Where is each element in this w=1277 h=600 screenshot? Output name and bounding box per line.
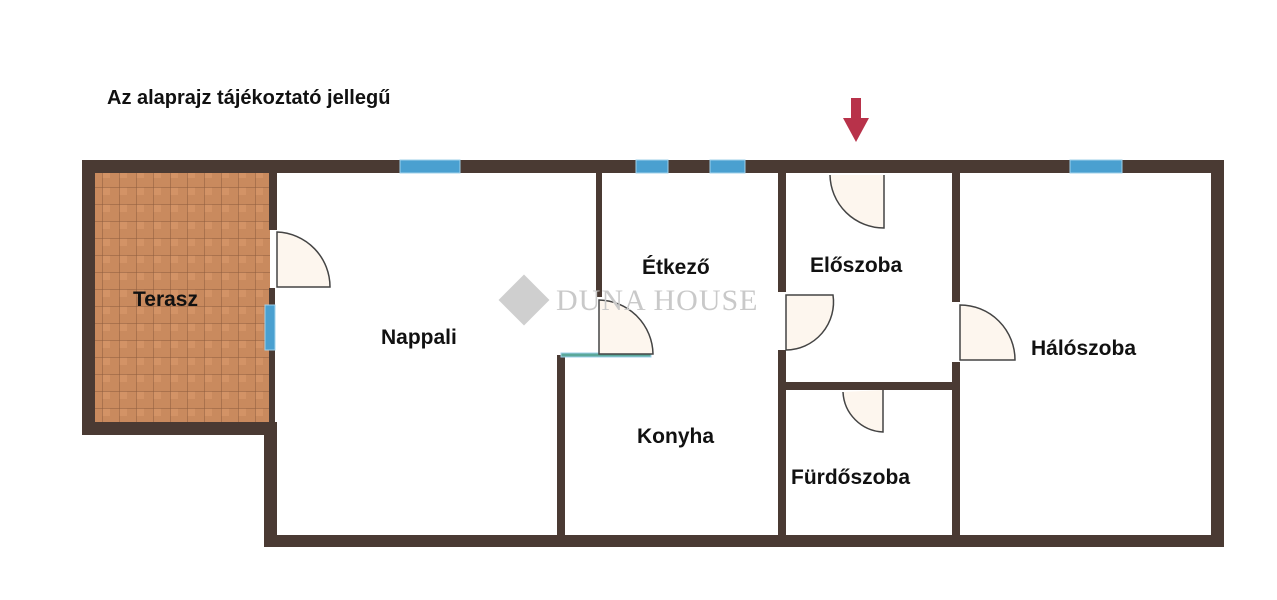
windows — [264, 159, 1123, 358]
room-label-terasz: Terasz — [133, 288, 198, 311]
room-label-eloszoba: Előszoba — [810, 254, 903, 277]
doors — [276, 174, 1016, 433]
svg-text:DUNA HOUSE: DUNA HOUSE — [556, 284, 759, 317]
room-label-haloszoba: Hálószoba — [1031, 337, 1136, 360]
entrance-arrow-icon — [843, 98, 869, 142]
terrace-floor — [95, 172, 270, 422]
room-label-konyha: Konyha — [637, 425, 714, 448]
plan-disclaimer: Az alaprajz tájékoztató jellegű — [107, 87, 390, 109]
room-label-nappali: Nappali — [381, 326, 457, 349]
walls — [82, 160, 1224, 547]
room-label-etkezo: Étkező — [642, 256, 710, 279]
room-label-furdoszoba: Fürdőszoba — [791, 466, 910, 489]
